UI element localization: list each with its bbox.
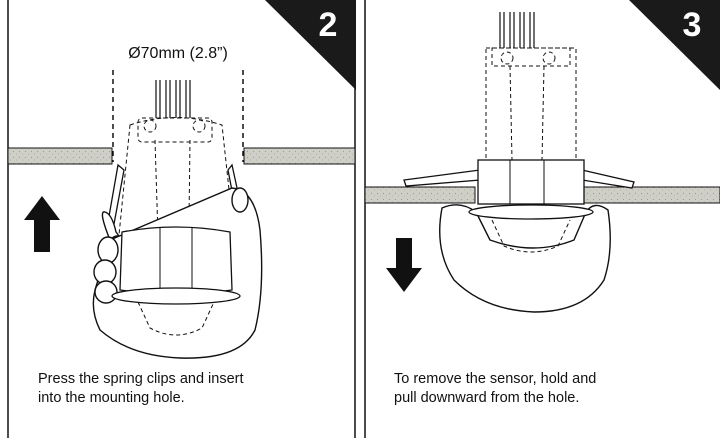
caption-line: into the mounting hole. — [38, 390, 185, 406]
sensor-lens-hidden — [491, 219, 571, 253]
step-2-panel: Ø70mm (2.8”) — [0, 0, 356, 438]
caption-line: To remove the sensor, hold and — [394, 371, 597, 387]
caption-line: pull downward from the hole. — [394, 390, 580, 406]
step-2-caption: Press the spring clips and insert into t… — [38, 370, 356, 408]
arrow-up-icon — [24, 196, 60, 252]
ceiling-board-left — [364, 186, 476, 204]
hole-diameter-label: Ø70mm (2.8”) — [128, 45, 228, 62]
step-badge — [265, 0, 356, 90]
sensor-housing-hidden — [485, 47, 577, 161]
arrow-down-icon — [386, 238, 422, 292]
step-badge — [629, 0, 720, 90]
caption-line: Press the spring clips and insert — [38, 371, 244, 387]
step-number: 2 — [319, 6, 338, 44]
sensor-wires — [155, 80, 191, 118]
sensor-flange — [468, 204, 594, 220]
ceiling-board-right — [583, 186, 720, 204]
ceiling-board-left — [7, 147, 113, 165]
step-2-illustration: Ø70mm (2.8”) — [7, 0, 356, 438]
sensor-lens-hidden — [137, 301, 215, 336]
step-3-panel: 3 To remove the sensor, hold and pull do… — [364, 0, 720, 438]
step-3-caption: To remove the sensor, hold and pull down… — [394, 370, 714, 408]
sensor-body — [111, 226, 241, 305]
step-3-illustration: 3 — [364, 0, 720, 438]
sensor-wires — [499, 12, 535, 48]
hand-icon — [439, 204, 611, 313]
sensor-flange — [111, 287, 241, 305]
step-number: 3 — [683, 6, 702, 44]
ceiling-board-right — [243, 147, 356, 165]
sensor-body — [477, 159, 585, 205]
